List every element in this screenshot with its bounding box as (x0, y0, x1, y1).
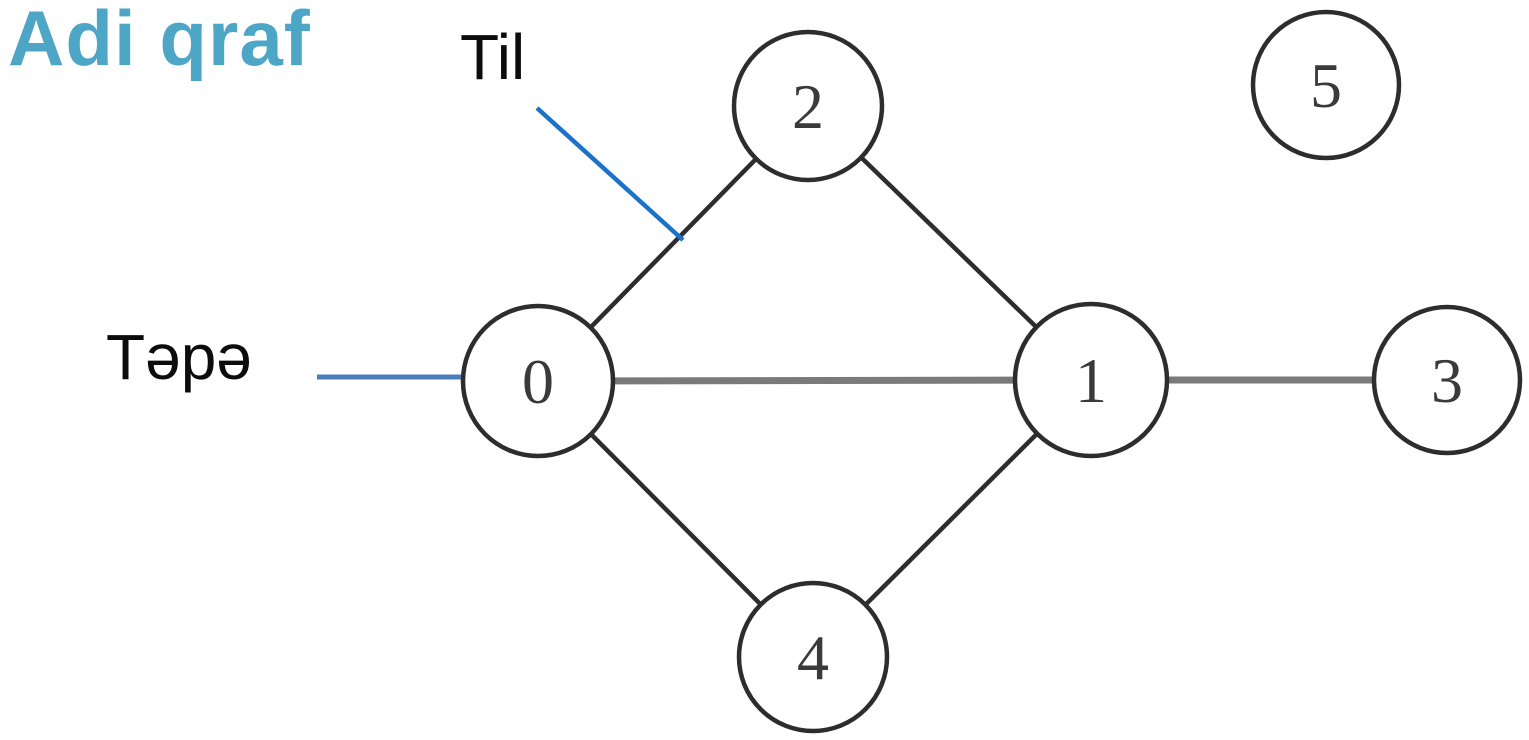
node-3: 3 (1371, 304, 1523, 456)
node-1-circle (1012, 301, 1170, 459)
node-4: 4 (736, 580, 890, 734)
node-5: 5 (1250, 9, 1402, 161)
node-4-label: 4 (797, 622, 829, 693)
edge-0-1 (537, 376, 1092, 385)
node-2-circle (731, 29, 885, 183)
node-0: 0 (460, 303, 616, 459)
node-1: 1 (1012, 301, 1170, 459)
node-3-label: 3 (1431, 345, 1463, 416)
node-5-label: 5 (1310, 50, 1342, 121)
node-2: 2 (731, 29, 885, 183)
node-4-circle (736, 580, 890, 734)
node-5-circle (1250, 9, 1402, 161)
node-2-label: 2 (792, 71, 824, 142)
tepe-annotation-label: Təpə (106, 321, 252, 393)
node-0-circle (460, 303, 616, 459)
til-annotation-label: Til (460, 21, 526, 93)
node-0-label: 0 (522, 346, 554, 417)
node-3-circle (1371, 304, 1523, 456)
node-1-label: 1 (1075, 345, 1107, 416)
til-pointer-line (535, 106, 685, 242)
page-title: Adi qraf (8, 0, 311, 82)
